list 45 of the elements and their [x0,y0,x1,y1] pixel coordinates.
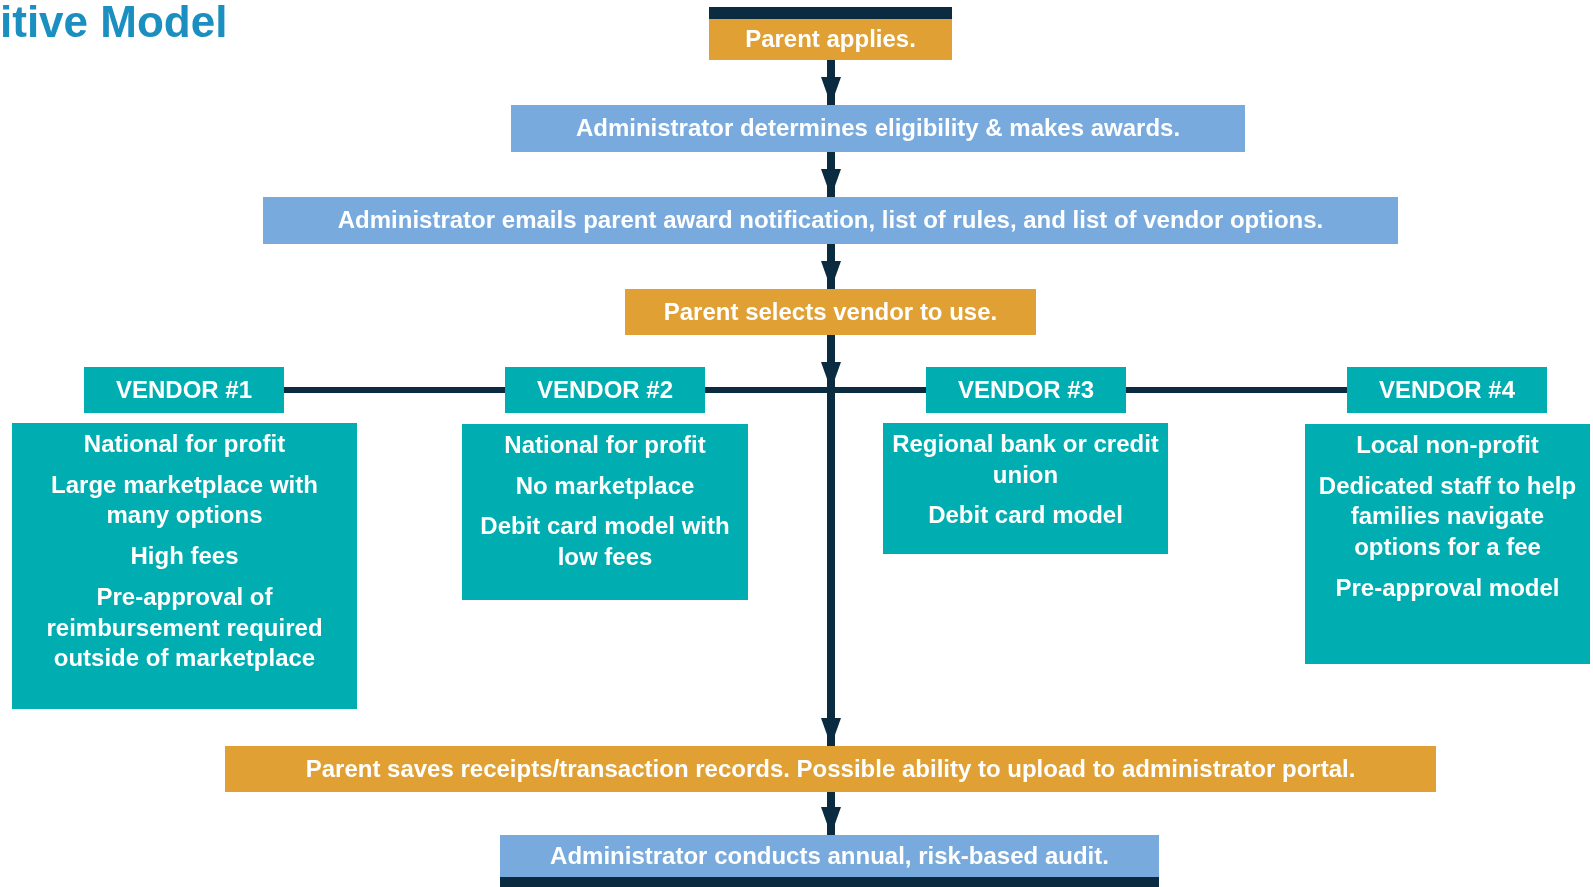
box-text: VENDOR #4 [1378,374,1515,405]
box-text: Parent selects vendor to use. [663,296,998,327]
arrow [821,335,841,746]
box-text: Administrator conducts annual, risk-based audit. [550,840,1109,871]
box-text: Debit card model [928,500,1123,531]
box-text: Parent saves receipts/transaction records. Possible ability to upload to administrator portal. [305,753,1356,784]
vendor-detail-box [462,424,748,600]
title: itive Model [0,0,228,44]
box-text: National for profit [83,429,286,459]
box-text: Pre-approval model [1335,572,1560,603]
box-text: Debit card model with low fees [479,511,731,573]
connector-line [705,387,926,393]
box-text: Pre-approval of reimbursement required outside of marketplace [45,581,324,674]
process-box [625,289,1036,335]
arrow [821,60,841,105]
box-text: No marketplace [515,470,695,501]
box-text: National for profit [504,430,706,460]
arrow [821,792,841,835]
vendor-detail-box [1305,424,1590,664]
vendor-header [1347,367,1547,413]
arrow [821,152,841,197]
vendor-detail-box [883,423,1168,554]
process-box [225,746,1436,792]
vendor-header [84,367,284,413]
process-box [500,835,1159,887]
box-text: Local non-profit [1356,430,1539,460]
vendor-detail-box [12,423,357,709]
box-text: VENDOR #3 [957,374,1094,405]
box-text: Administrator emails parent award notification, list of rules, and list of vendor options. [337,205,1324,236]
vendor-header [505,367,705,413]
vendor-header [926,367,1126,413]
box-text: Parent applies. [745,24,916,55]
box-text: VENDOR #1 [115,374,252,405]
box-text: Large marketplace with many options [50,469,319,531]
box-text: High fees [130,541,239,572]
box-text: Dedicated staff to help families navigate options for a fee [1317,470,1578,563]
arrow [821,244,841,289]
process-box [263,197,1398,244]
box-text: Regional bank or credit union [891,429,1160,490]
box-text: Administrator determines eligibility & makes awards. [575,113,1181,144]
box-text: VENDOR #2 [536,374,673,405]
connector-line [284,387,505,393]
connector-line [1126,387,1347,393]
process-box [709,7,952,60]
process-box [511,105,1245,152]
